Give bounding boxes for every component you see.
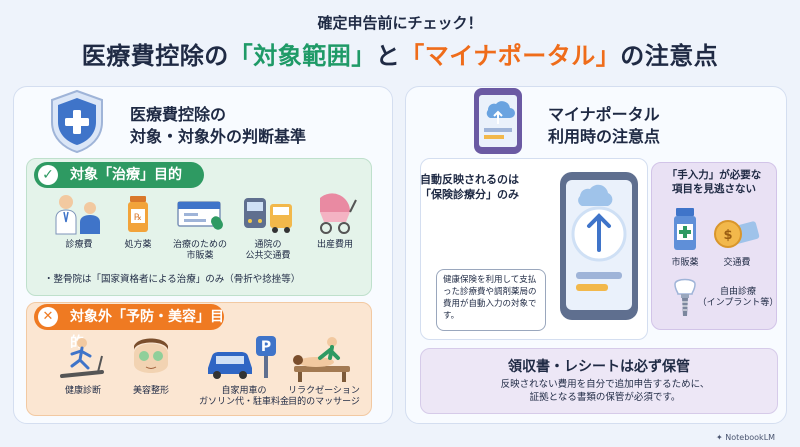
osteopath-note: ・整骨院は「国家資格者による治療」のみ（骨折や捻挫等）	[44, 274, 301, 285]
manual-label-free-care: 自由診療 （インプラント等）	[697, 287, 779, 308]
receipt-section	[420, 348, 778, 414]
right-title-line1: マイナポータル	[548, 105, 660, 124]
receipt-body-line2: 証拠となる書類の保管が必須です。	[529, 392, 681, 403]
massage-icon	[290, 336, 354, 382]
target-label-consultation: 診療費	[65, 240, 93, 250]
manual-title-line2: 項目を見逃さない	[672, 183, 756, 195]
svg-text:$: $	[723, 228, 732, 243]
excluded-heading: 対象外「予防・美容」目的	[34, 304, 224, 351]
title-highlight-target: 「対象範囲」	[228, 42, 376, 70]
dental-implant-icon	[672, 278, 698, 318]
auto-line2: 「保険診療分」のみ	[420, 188, 519, 201]
brand-text: NotebookLM	[725, 433, 776, 442]
svg-text:P: P	[261, 339, 271, 355]
target-label-childbirth: 出産費用	[316, 240, 353, 250]
title-part3: の注意点	[620, 42, 719, 70]
svg-text:℞: ℞	[134, 213, 142, 223]
left-panel-title: 医療費控除の 対象・対象外の判断基準	[130, 104, 306, 148]
manual-label-transport: 交通費	[723, 258, 751, 268]
check-icon: ✓	[38, 165, 58, 185]
receipt-title: 領収書・レシートは必ず保管	[508, 359, 690, 375]
smartphone-icon	[558, 170, 640, 322]
target-label-transport: 通院の 公共交通費	[245, 240, 291, 261]
receipt-body: 反映されない費用を自分で追加申告するために、 証拠となる書類の保管が必須です。	[440, 378, 770, 404]
title-part1: 医療費控除の	[81, 42, 229, 70]
target-label-prescription: 処方薬	[124, 240, 152, 250]
medicine-bottle-icon: ℞	[118, 192, 158, 236]
face-mask-icon	[126, 334, 176, 382]
explanation-bubble: 健康保険を利用して支払った診療費や調剤薬局の費用が自動入力の対象です。	[436, 269, 546, 331]
excluded-label-checkup: 健康診断	[64, 386, 101, 396]
title-part2: と	[375, 42, 401, 70]
train-bus-icon	[240, 192, 296, 236]
pill-bottle-icon	[668, 204, 702, 254]
manual-input-title: 「手入力」が必要な 項目を見逃さない	[651, 168, 777, 196]
kicker-text: 確定申告前にチェック！	[317, 14, 483, 32]
brand-watermark: ✦ NotebookLM	[716, 433, 775, 442]
stroller-icon	[310, 190, 360, 236]
page-title: 医療費控除の「対象範囲」と「マイナポータル」の注意点	[0, 36, 800, 71]
excluded-label-cosmetic: 美容整形	[132, 386, 169, 396]
manual-title-line1: 「手入力」が必要な	[666, 169, 762, 181]
coin-ticket-icon: $	[712, 214, 760, 254]
target-label-otc: 治療のための 市販薬	[172, 240, 227, 261]
excluded-label-massage: リラクゼーション 目的のマッサージ	[288, 386, 360, 407]
auto-line1: 自動反映されるのは	[420, 173, 519, 186]
cross-icon: ✕	[38, 307, 58, 327]
excluded-label-car: 自家用車の ガソリン代・駐車料金	[198, 386, 289, 407]
right-title-line2: 利用時の注意点	[548, 127, 661, 146]
receipt-body-line1: 反映されない費用を自分で追加申告するために、	[500, 379, 710, 390]
manual-input-section	[651, 162, 777, 330]
left-title-line1: 医療費控除の	[130, 105, 227, 124]
otc-medicine-box-icon	[172, 192, 228, 236]
right-panel-title: マイナポータル 利用時の注意点	[548, 104, 660, 148]
notebooklm-icon: ✦	[716, 433, 726, 442]
target-heading: 対象「治療」目的	[34, 162, 204, 188]
car-parking-icon: P	[204, 334, 280, 382]
left-title-line2: 対象・対象外の判断基準	[130, 127, 307, 146]
auto-reflect-text: 自動反映されるのは 「保険診療分」のみ	[420, 172, 560, 202]
title-highlight-mynaportal: 「マイナポータル」	[400, 42, 621, 70]
tablet-cloud-icon	[466, 86, 530, 156]
shield-icon	[46, 88, 108, 154]
manual-label-otc: 市販薬	[671, 258, 699, 268]
doctor-patient-icon	[52, 192, 106, 236]
treadmill-icon	[58, 336, 108, 382]
